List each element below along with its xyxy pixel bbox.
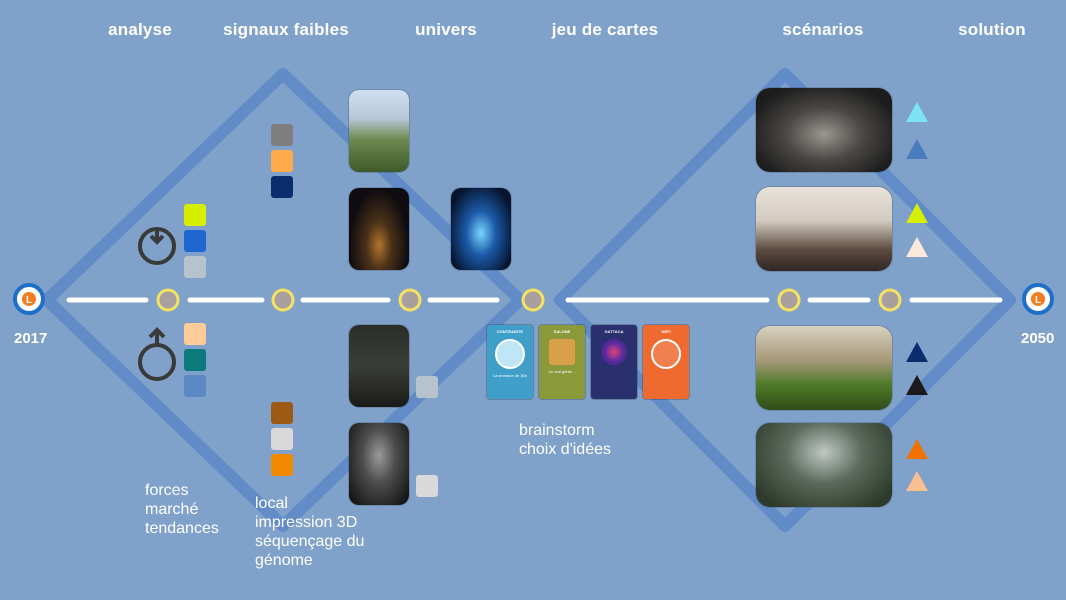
scenario-triangle <box>906 203 928 223</box>
signal-square <box>271 176 293 198</box>
stage-scenarios: scénarios <box>782 20 864 39</box>
male-symbol-icon <box>138 327 176 381</box>
tie-icon <box>495 339 525 369</box>
photo-robots <box>349 423 409 505</box>
card-title: GATTACA <box>604 329 624 334</box>
signal-square <box>271 428 293 450</box>
photo-workshop <box>756 187 892 271</box>
analysis-square <box>184 204 206 226</box>
card-desc: La semaine de 30h <box>492 373 528 378</box>
note-analyse: forces marché tendances <box>145 482 219 537</box>
year-end: 2050 <box>1021 330 1055 347</box>
card-desc: Un vrai génie… <box>548 369 576 374</box>
cross-icon <box>651 339 681 369</box>
stage-signaux-faibles: signaux faibles <box>223 20 349 39</box>
stage-jeu-de-cartes: jeu de cartes <box>551 20 659 39</box>
signal-square <box>271 402 293 424</box>
card-title: SALONE <box>553 329 571 334</box>
note-cartes: brainstorm choix d'idées <box>519 422 611 458</box>
game-card: DÉFI <box>643 325 689 399</box>
node-analyse <box>156 288 180 312</box>
note-signaux: local impression 3D séquençage du génome <box>255 495 365 569</box>
analysis-square <box>184 256 206 278</box>
scenario-triangle <box>906 237 928 257</box>
year-start: 2017 <box>14 330 48 347</box>
scenario-triangle <box>906 439 928 459</box>
scenario-triangle <box>906 102 928 122</box>
signal-square <box>271 124 293 146</box>
game-card: GATTACA <box>591 325 637 399</box>
female-symbol-icon <box>138 227 176 265</box>
card-title: CONTRAINTE <box>496 329 524 334</box>
univers-square <box>416 376 438 398</box>
svg-text:L: L <box>26 295 32 306</box>
photo-dna-figure <box>451 188 511 270</box>
stage-solution: solution <box>958 20 1026 39</box>
person-icon <box>549 339 575 365</box>
stage-univers: univers <box>415 20 477 39</box>
logo-left: L <box>13 283 45 315</box>
univers-square <box>416 475 438 497</box>
photo-dark-landscape <box>349 325 409 407</box>
game-card: SALONE Un vrai génie… <box>539 325 585 399</box>
analysis-square <box>184 323 206 345</box>
diamond-right <box>554 68 1016 532</box>
scenario-triangle <box>906 375 928 395</box>
logo-right: L <box>1022 283 1054 315</box>
stage-analyse: analyse <box>108 20 172 39</box>
timeline-nodes <box>156 288 902 312</box>
scenario-triangle <box>906 342 928 362</box>
scenario-triangle <box>906 139 928 159</box>
svg-text:L: L <box>1035 295 1041 306</box>
game-card: CONTRAINTE La semaine de 30h <box>487 325 533 399</box>
node-solution <box>878 288 902 312</box>
analysis-square <box>184 375 206 397</box>
signal-square <box>271 454 293 476</box>
analysis-square <box>184 349 206 371</box>
photo-market-garden <box>756 326 892 410</box>
node-signaux <box>271 288 295 312</box>
diamond-left <box>41 68 526 532</box>
node-cartes <box>521 288 545 312</box>
node-univers <box>398 288 422 312</box>
node-scenarios <box>777 288 801 312</box>
dna-icon <box>601 339 627 365</box>
scenario-triangle <box>906 471 928 491</box>
photo-3d-print <box>756 88 892 172</box>
card-title: DÉFI <box>661 329 671 334</box>
photo-night-structure <box>349 188 409 270</box>
photo-greenhouse <box>756 423 892 507</box>
analysis-square <box>184 230 206 252</box>
photo-urban-garden <box>349 90 409 172</box>
signal-square <box>271 150 293 172</box>
